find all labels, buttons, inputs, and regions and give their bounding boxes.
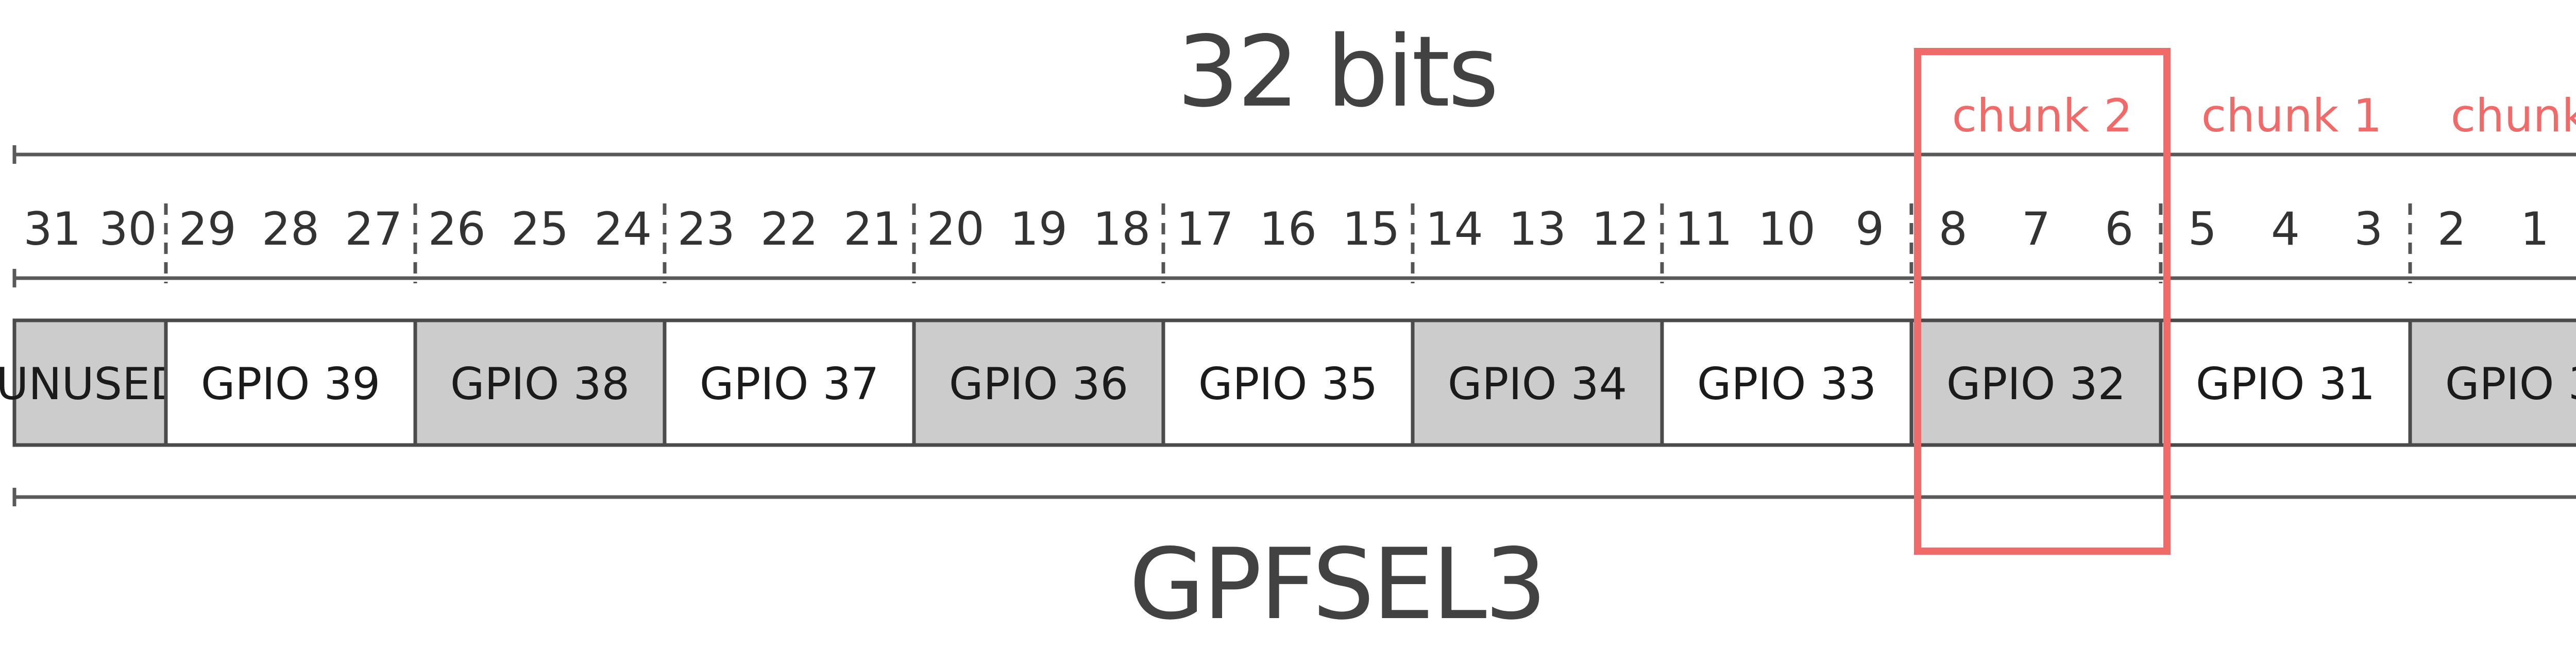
field-label: UNUSED: [0, 358, 184, 410]
field-label: GPIO 39: [201, 358, 380, 410]
field-label: GPIO 36: [949, 358, 1128, 410]
field-cell: [12, 318, 168, 447]
field-label: GPIO 38: [450, 358, 630, 410]
field-cell: [164, 318, 417, 447]
bit-number: 24: [594, 202, 652, 255]
chunk-label-1: chunk 1: [2201, 89, 2382, 142]
chunk-label-0: chunk 0: [2451, 89, 2576, 142]
bit-number: 4: [2271, 202, 2300, 255]
field-cell: [663, 318, 916, 447]
bit-number: 9: [1855, 202, 1884, 255]
bit-number: 13: [1509, 202, 1566, 255]
bit-number: 23: [677, 202, 735, 255]
field-label: GPIO 37: [700, 358, 879, 410]
bit-number: 19: [1010, 202, 1067, 255]
register-name: GPFSEL3: [1129, 527, 1545, 641]
bit-width-title: 32 bits: [1177, 15, 1497, 129]
bit-number: 26: [428, 202, 486, 255]
field-label: GPIO 35: [1198, 358, 1378, 410]
field-cell: [1161, 318, 1415, 447]
bottom-width-ruler: [12, 488, 2576, 506]
field-label: GPIO 32: [1946, 358, 2126, 410]
field-cell: [912, 318, 1165, 447]
bit-number: 15: [1342, 202, 1400, 255]
field-label: GPIO 34: [1448, 358, 1627, 410]
bit-number: 22: [760, 202, 818, 255]
bit-number: 11: [1675, 202, 1733, 255]
top-width-ruler: [12, 145, 2576, 164]
bit-number: 18: [1093, 202, 1150, 255]
register-fields: UNUSED GPIO 39 GPIO 38 GPIO 37 GPIO 36 GPIO 3…: [0, 318, 2576, 447]
field-label: GPIO 33: [1697, 358, 1876, 410]
field-label: GPIO 30: [2445, 358, 2576, 410]
field-cell: [1909, 318, 2163, 447]
bit-number: 7: [2022, 202, 2050, 255]
bit-number: 20: [927, 202, 985, 255]
bit-number: 5: [2188, 202, 2217, 255]
bit-number: 1: [2520, 202, 2549, 255]
bit-number: 17: [1176, 202, 1234, 255]
bit-number: 28: [262, 202, 319, 255]
bit-number: 14: [1426, 202, 1483, 255]
bit-number: 16: [1259, 202, 1317, 255]
bit-number: 6: [2105, 202, 2133, 255]
bit-number: 31: [24, 202, 81, 255]
bit-number: 3: [2354, 202, 2383, 255]
bit-row-ruler: [12, 269, 2576, 287]
group-dividers: [164, 203, 2412, 283]
bit-number: 25: [511, 202, 569, 255]
field-cell: [1660, 318, 1913, 447]
bit-number: 10: [1758, 202, 1816, 255]
field-label: GPIO 31: [2196, 358, 2375, 410]
bit-number: 8: [1939, 202, 1968, 255]
bit-number: 12: [1591, 202, 1649, 255]
bit-number: 2: [2437, 202, 2466, 255]
field-cell: [1411, 318, 1664, 447]
field-cell: [2159, 318, 2412, 447]
bit-number: 30: [99, 202, 157, 255]
bit-number: 21: [843, 202, 901, 255]
bit-number: 29: [179, 202, 236, 255]
chunk-2-highlight-box: [1914, 48, 2171, 555]
bit-number: 27: [345, 202, 402, 255]
chunk-label-2: chunk 2: [1952, 89, 2133, 142]
field-cell: [2408, 318, 2576, 447]
